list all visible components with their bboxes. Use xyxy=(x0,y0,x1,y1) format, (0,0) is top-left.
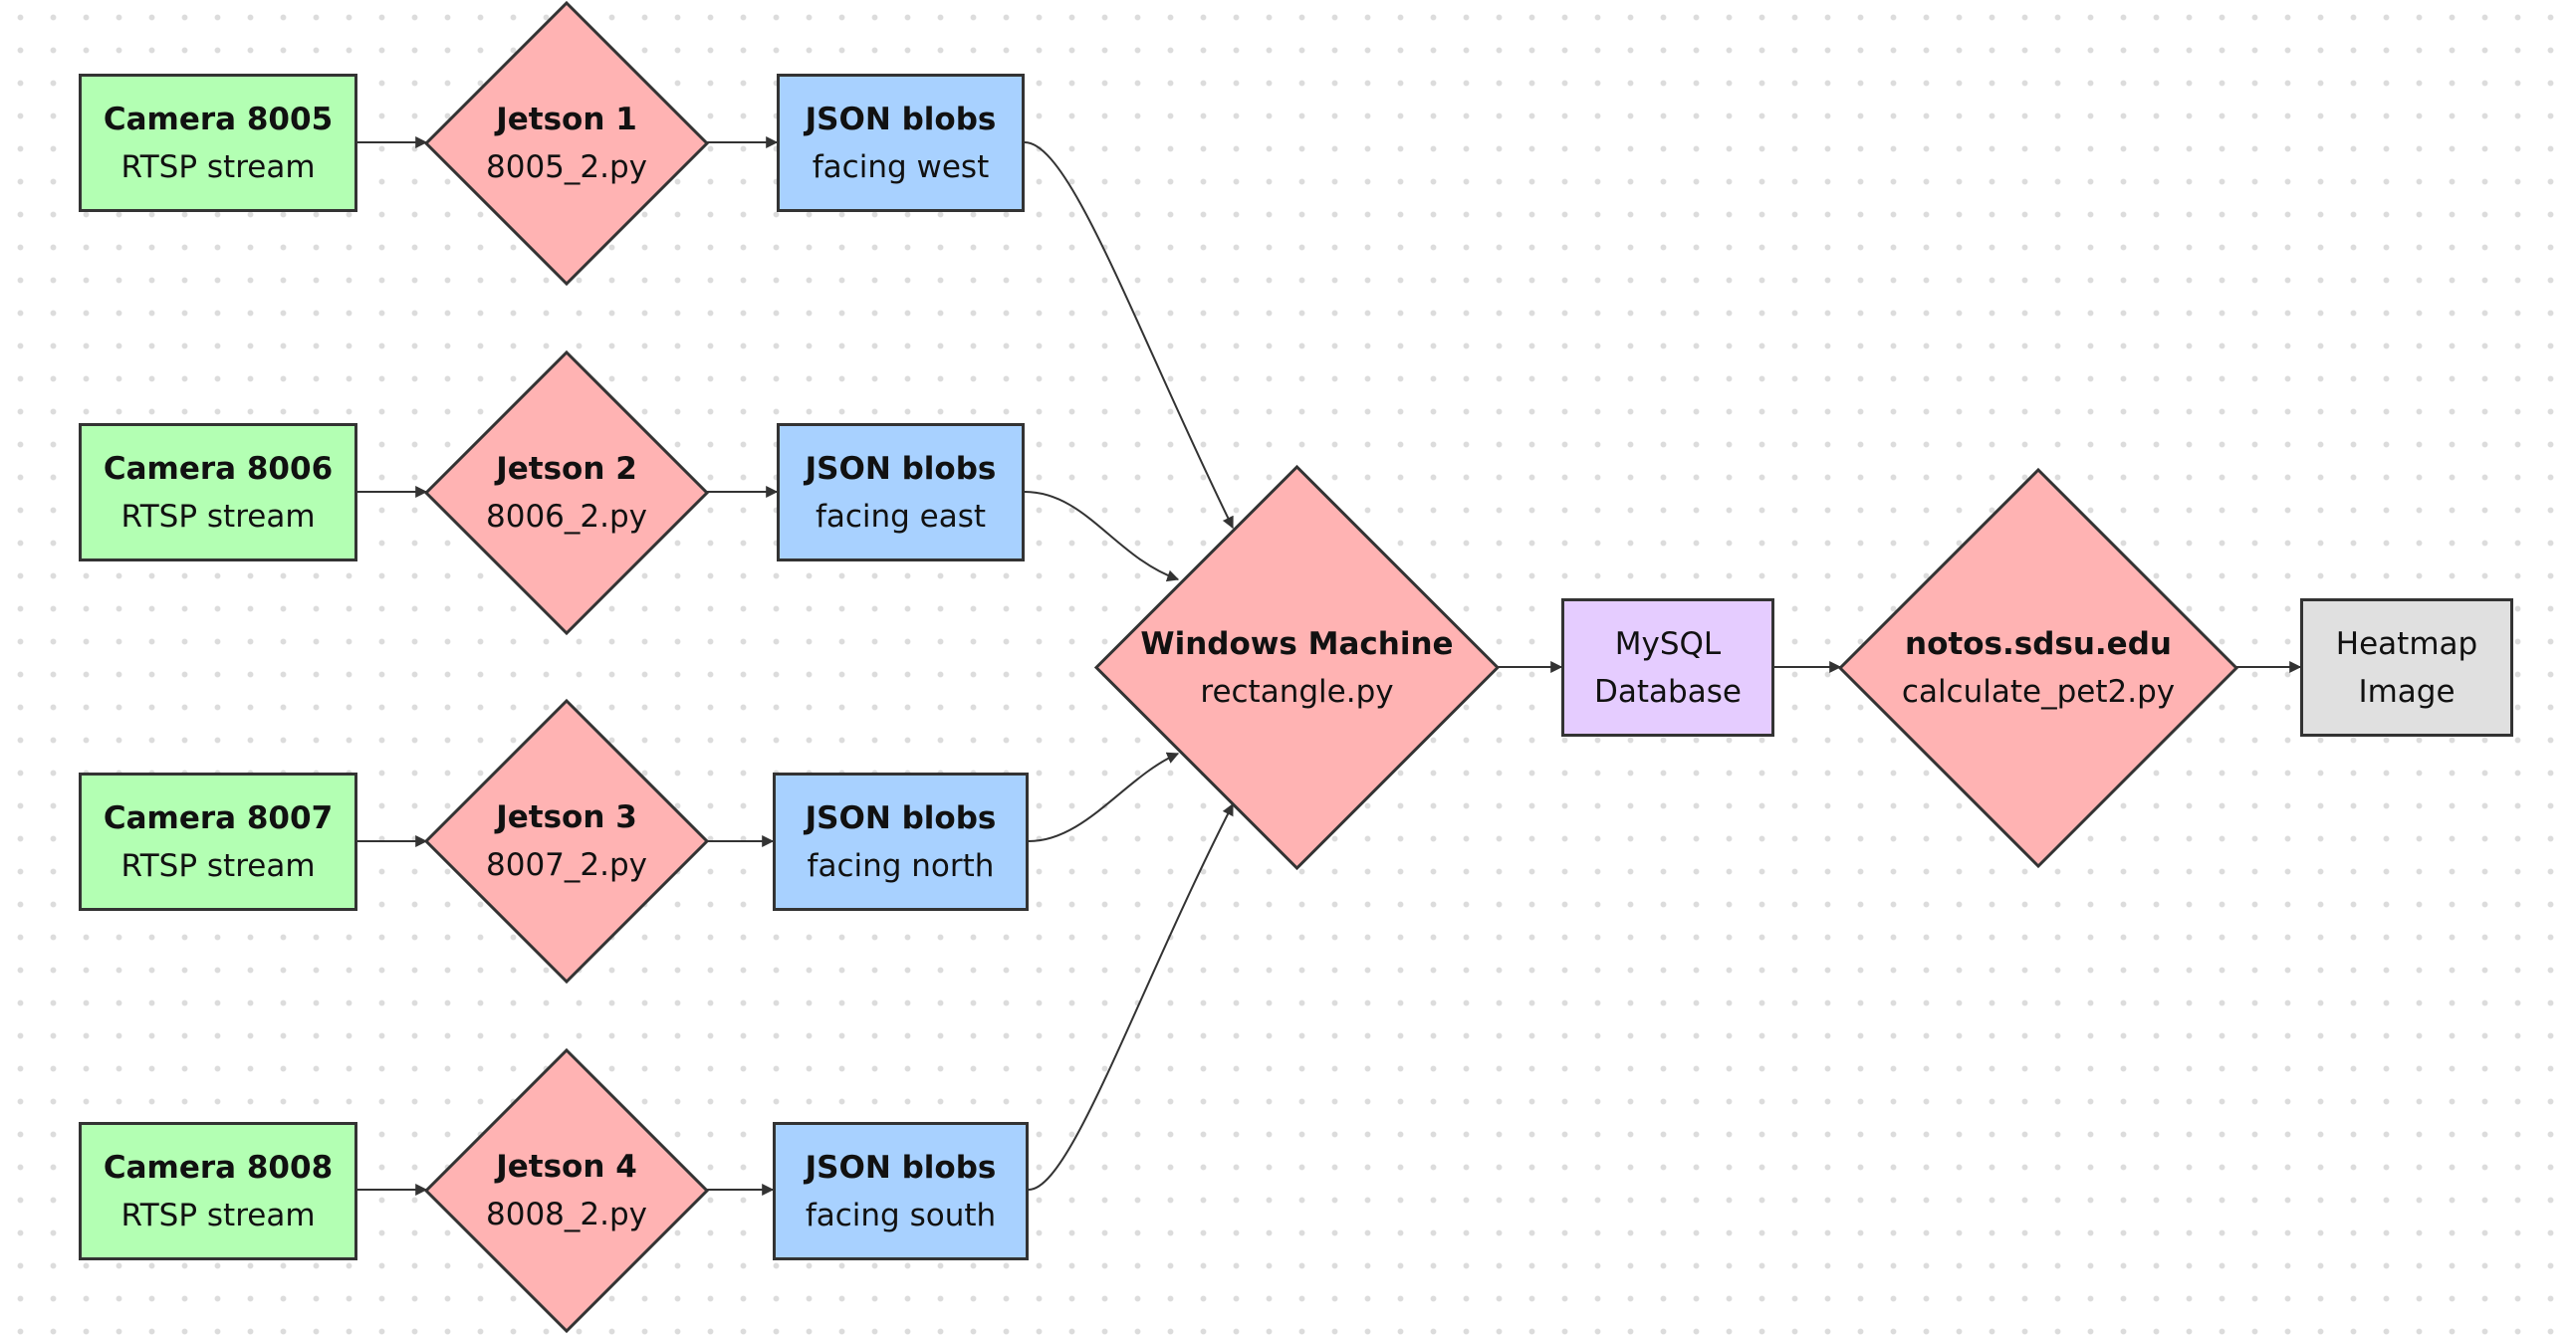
jetson-1-shape xyxy=(423,0,710,287)
json-blobs-north-subtitle: facing north xyxy=(807,847,995,884)
jetson-4-node: Jetson 4 8008_2.py xyxy=(423,1047,710,1334)
camera-8007-node: Camera 8007 RTSP stream xyxy=(79,773,357,911)
json-blobs-east-title: JSON blobs xyxy=(805,450,997,487)
notos-server-label: notos.sdsu.edu calculate_pet2.py xyxy=(1902,620,2175,716)
json-blobs-south-subtitle: facing south xyxy=(805,1197,997,1233)
camera-8005-node: Camera 8005 RTSP stream xyxy=(79,74,357,212)
jetson-1-node: Jetson 1 8005_2.py xyxy=(423,0,710,287)
jetson-4-shape xyxy=(423,1047,710,1334)
jetson-3-title: Jetson 3 xyxy=(496,799,637,835)
json-blobs-east-node: JSON blobs facing east xyxy=(777,423,1025,561)
windows-machine-label: Windows Machine rectangle.py xyxy=(1140,620,1453,716)
jetson-4-subtitle: 8008_2.py xyxy=(486,1197,647,1232)
mysql-database-node: MySQL Database xyxy=(1561,598,1774,737)
jetson-4-label: Jetson 4 8008_2.py xyxy=(486,1143,647,1238)
mysql-database-line1: MySQL xyxy=(1614,625,1722,662)
jetson-2-node: Jetson 2 8006_2.py xyxy=(423,349,710,636)
heatmap-image-node: Heatmap Image xyxy=(2300,598,2513,737)
json-blobs-west-title: JSON blobs xyxy=(805,101,997,137)
jetson-2-subtitle: 8006_2.py xyxy=(486,499,647,535)
jetson-2-label: Jetson 2 8006_2.py xyxy=(486,445,647,541)
camera-8006-title: Camera 8006 xyxy=(103,450,334,487)
notos-server-node: notos.sdsu.edu calculate_pet2.py xyxy=(1837,467,2239,869)
camera-8005-subtitle: RTSP stream xyxy=(120,148,316,185)
jetson-1-title: Jetson 1 xyxy=(496,102,637,137)
windows-machine-title: Windows Machine xyxy=(1140,625,1454,662)
camera-8008-subtitle: RTSP stream xyxy=(120,1197,316,1233)
jetson-3-label: Jetson 3 8007_2.py xyxy=(486,793,647,889)
json-blobs-north-node: JSON blobs facing north xyxy=(773,773,1029,911)
json-blobs-west-subtitle: facing west xyxy=(812,148,990,185)
jetson-3-shape xyxy=(423,698,710,985)
windows-machine-node: Windows Machine rectangle.py xyxy=(1093,464,1501,871)
notos-server-shape xyxy=(1837,467,2239,869)
json-blobs-south-node: JSON blobs facing south xyxy=(773,1122,1029,1260)
windows-machine-shape xyxy=(1093,464,1501,871)
jetson-3-node: Jetson 3 8007_2.py xyxy=(423,698,710,985)
camera-8006-node: Camera 8006 RTSP stream xyxy=(79,423,357,561)
json-blobs-east-subtitle: facing east xyxy=(815,498,987,535)
edge-blobs-south-windows xyxy=(1028,802,1234,1191)
camera-8007-title: Camera 8007 xyxy=(103,799,334,836)
json-blobs-west-node: JSON blobs facing west xyxy=(777,74,1025,212)
notos-server-subtitle: calculate_pet2.py xyxy=(1901,674,2176,710)
camera-8008-title: Camera 8008 xyxy=(103,1149,334,1186)
heatmap-image-line2: Image xyxy=(2358,673,2456,710)
jetson-1-label: Jetson 1 8005_2.py xyxy=(486,96,647,191)
camera-8005-title: Camera 8005 xyxy=(103,101,334,137)
edge-blobs-north-windows xyxy=(1028,752,1180,842)
jetson-3-subtitle: 8007_2.py xyxy=(486,847,647,883)
edge-blobs-west-windows xyxy=(1024,141,1234,530)
jetson-4-title: Jetson 4 xyxy=(496,1149,637,1185)
json-blobs-south-title: JSON blobs xyxy=(805,1149,997,1186)
windows-machine-subtitle: rectangle.py xyxy=(1200,673,1394,710)
heatmap-image-line1: Heatmap xyxy=(2335,625,2478,662)
camera-8007-subtitle: RTSP stream xyxy=(120,847,316,884)
json-blobs-north-title: JSON blobs xyxy=(805,799,997,836)
jetson-2-shape xyxy=(423,349,710,636)
mysql-database-line2: Database xyxy=(1594,673,1742,710)
camera-8006-subtitle: RTSP stream xyxy=(120,498,316,535)
notos-server-title: notos.sdsu.edu xyxy=(1905,626,2172,662)
edge-blobs-east-windows xyxy=(1024,491,1180,582)
jetson-1-subtitle: 8005_2.py xyxy=(486,149,647,185)
camera-8008-node: Camera 8008 RTSP stream xyxy=(79,1122,357,1260)
jetson-2-title: Jetson 2 xyxy=(496,451,637,487)
